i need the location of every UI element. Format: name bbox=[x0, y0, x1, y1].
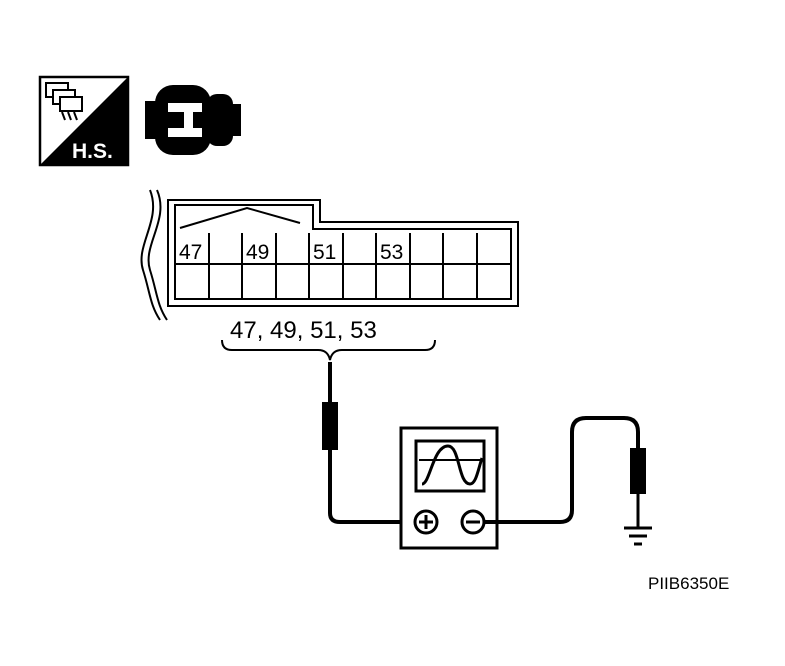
hs-badge-text: H.S. bbox=[72, 140, 113, 163]
positive-probe bbox=[322, 362, 414, 524]
connector-housing bbox=[167, 199, 519, 307]
pin-label: 51 bbox=[313, 241, 336, 264]
pin-group-brace bbox=[221, 339, 436, 361]
pin-label: 53 bbox=[380, 241, 403, 264]
terminal-grid bbox=[176, 233, 510, 298]
waveform-icon bbox=[421, 444, 484, 486]
figure-id: PIIB6350E bbox=[648, 574, 729, 593]
pin-group-label: 47, 49, 51, 53 bbox=[230, 317, 377, 344]
ground-icon bbox=[624, 526, 652, 546]
harness-connector-icon bbox=[45, 82, 83, 121]
pin-label: 49 bbox=[246, 241, 269, 264]
connector-break-lines bbox=[140, 189, 168, 321]
pin-label: 47 bbox=[179, 241, 202, 264]
oscilloscope bbox=[399, 426, 499, 550]
hs-badge: H.S. bbox=[38, 75, 130, 167]
negative-probe bbox=[484, 416, 646, 528]
electrical-connector-icon bbox=[145, 85, 241, 155]
